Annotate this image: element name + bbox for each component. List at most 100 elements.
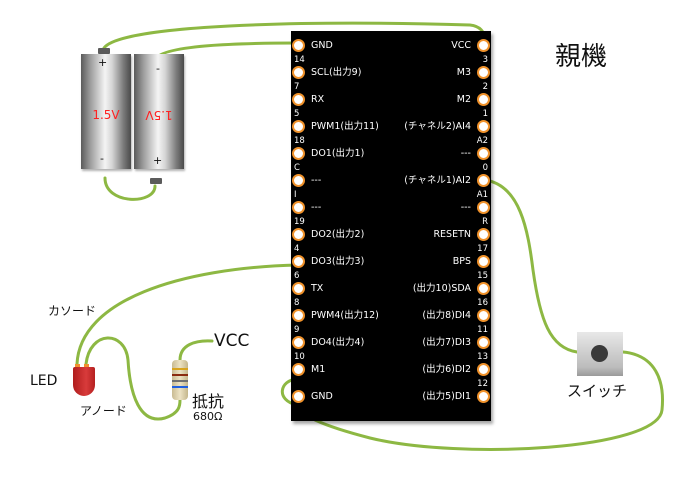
- left-pin-label: ---: [311, 175, 322, 186]
- left-pin-label: DO4(出力4): [311, 337, 365, 348]
- right-pin-7[interactable]: [477, 228, 490, 241]
- right-pin-12[interactable]: [477, 363, 490, 376]
- left-pin-13[interactable]: [292, 390, 305, 403]
- left-pin-label: DO3(出力3): [311, 256, 365, 267]
- right-pin-label: BPS: [452, 256, 471, 267]
- battery-2-bottom-sign: +: [153, 154, 163, 167]
- left-pin-label: DO2(出力2): [311, 229, 365, 240]
- right-pin-number: A2: [476, 136, 488, 146]
- left-pin-label: PWM4(出力12): [311, 310, 379, 321]
- left-pin-2[interactable]: [292, 93, 305, 106]
- battery-1-top-sign: +: [98, 56, 108, 69]
- resistor: [172, 360, 188, 400]
- right-pin-number: 11: [477, 325, 488, 335]
- right-pin-label: ---: [460, 202, 471, 213]
- left-pin-5[interactable]: [292, 174, 305, 187]
- resistor-vcc-label: VCC: [214, 331, 250, 351]
- right-pin-number: 0: [482, 163, 488, 173]
- wire-ai2-to-switch: [483, 178, 579, 354]
- left-pin-number: 10: [294, 352, 305, 362]
- left-pin-number: I: [294, 190, 297, 200]
- battery-1-body: + 1.5V -: [81, 54, 131, 169]
- left-pin-7[interactable]: [292, 228, 305, 241]
- left-pin-0[interactable]: [292, 39, 305, 52]
- right-pin-label: RESETN: [433, 229, 471, 240]
- right-pin-label: (出力10)SDA: [412, 283, 471, 294]
- right-pin-number: R: [482, 217, 488, 227]
- right-pin-label: (出力6)DI2: [422, 364, 471, 375]
- left-pin-label: ---: [311, 202, 322, 213]
- right-pin-9[interactable]: [477, 282, 490, 295]
- left-pin-number: 7: [294, 82, 300, 92]
- left-pin-number: 18: [294, 136, 305, 146]
- right-pin-1[interactable]: [477, 66, 490, 79]
- right-pin-label: ---: [460, 148, 471, 159]
- battery-2-voltage: 1.5V: [145, 108, 173, 122]
- switch-label: スイッチ: [567, 382, 628, 400]
- left-pin-number: C: [294, 163, 300, 173]
- right-pin-number: 2: [482, 82, 488, 92]
- right-pin-3[interactable]: [477, 120, 490, 133]
- right-pin-number: 12: [477, 379, 488, 389]
- right-pin-number: 13: [477, 352, 488, 362]
- right-pin-number: 1: [482, 109, 488, 119]
- battery-1-bottom-sign: -: [100, 152, 104, 165]
- right-pin-11[interactable]: [477, 336, 490, 349]
- wire-battery-plus-to-vcc: [102, 21, 487, 50]
- left-pin-label: M1: [311, 364, 326, 375]
- left-pin-number: 14: [294, 55, 305, 65]
- left-pin-9[interactable]: [292, 282, 305, 295]
- led-anode-leg: [84, 364, 89, 367]
- anode-label: アノード: [80, 404, 127, 418]
- right-pin-10[interactable]: [477, 309, 490, 322]
- right-pin-13[interactable]: [477, 390, 490, 403]
- wire-switch-to-gnd: [295, 350, 664, 451]
- led-cathode-leg: [75, 364, 80, 367]
- right-pin-label: (出力8)DI4: [422, 310, 471, 321]
- battery-2-body: - 1.5V +: [134, 54, 184, 169]
- left-pin-number: 9: [294, 325, 300, 335]
- left-pin-number: 8: [294, 298, 300, 308]
- wire-resistor-to-vcc: [178, 339, 214, 362]
- resistor-label: 抵抗: [192, 392, 225, 411]
- led-label: LED: [30, 373, 58, 389]
- right-pin-label: M3: [456, 67, 471, 78]
- right-pin-number: 15: [477, 271, 488, 281]
- left-pin-label: GND: [311, 40, 333, 51]
- left-pin-10[interactable]: [292, 309, 305, 322]
- left-pin-label: TX: [311, 283, 324, 294]
- resistor-band-3: [172, 380, 188, 382]
- left-pin-1[interactable]: [292, 66, 305, 79]
- right-pin-4[interactable]: [477, 147, 490, 160]
- resistor-band-1: [172, 368, 188, 370]
- wire-led-cathode-to-do3: [75, 263, 299, 366]
- left-pin-number: 4: [294, 244, 300, 254]
- right-pin-label: M2: [456, 94, 471, 105]
- left-pin-number: 6: [294, 271, 300, 281]
- left-pin-3[interactable]: [292, 120, 305, 133]
- right-pin-label: (出力7)DI3: [422, 337, 471, 348]
- battery-2-top-sign: -: [156, 62, 160, 75]
- left-pin-8[interactable]: [292, 255, 305, 268]
- left-pin-11[interactable]: [292, 336, 305, 349]
- battery-1-terminal: [98, 48, 110, 54]
- switch-button[interactable]: [591, 345, 608, 362]
- left-pin-number: 19: [294, 217, 305, 227]
- wire-led-anode-to-resistor: [84, 336, 182, 421]
- resistor-band-4: [172, 386, 188, 388]
- right-pin-8[interactable]: [477, 255, 490, 268]
- board-title: 親機: [555, 42, 608, 72]
- wire-battery-bridge: [103, 176, 157, 201]
- right-pin-2[interactable]: [477, 93, 490, 106]
- left-pin-label: DO1(出力1): [311, 148, 365, 159]
- switch[interactable]: [577, 332, 623, 376]
- left-pin-6[interactable]: [292, 201, 305, 214]
- right-pin-label: VCC: [451, 40, 471, 51]
- left-pin-4[interactable]: [292, 147, 305, 160]
- right-pin-5[interactable]: [477, 174, 490, 187]
- battery-2-terminal: [150, 178, 162, 184]
- right-pin-0[interactable]: [477, 39, 490, 52]
- left-pin-12[interactable]: [292, 363, 305, 376]
- right-pin-6[interactable]: [477, 201, 490, 214]
